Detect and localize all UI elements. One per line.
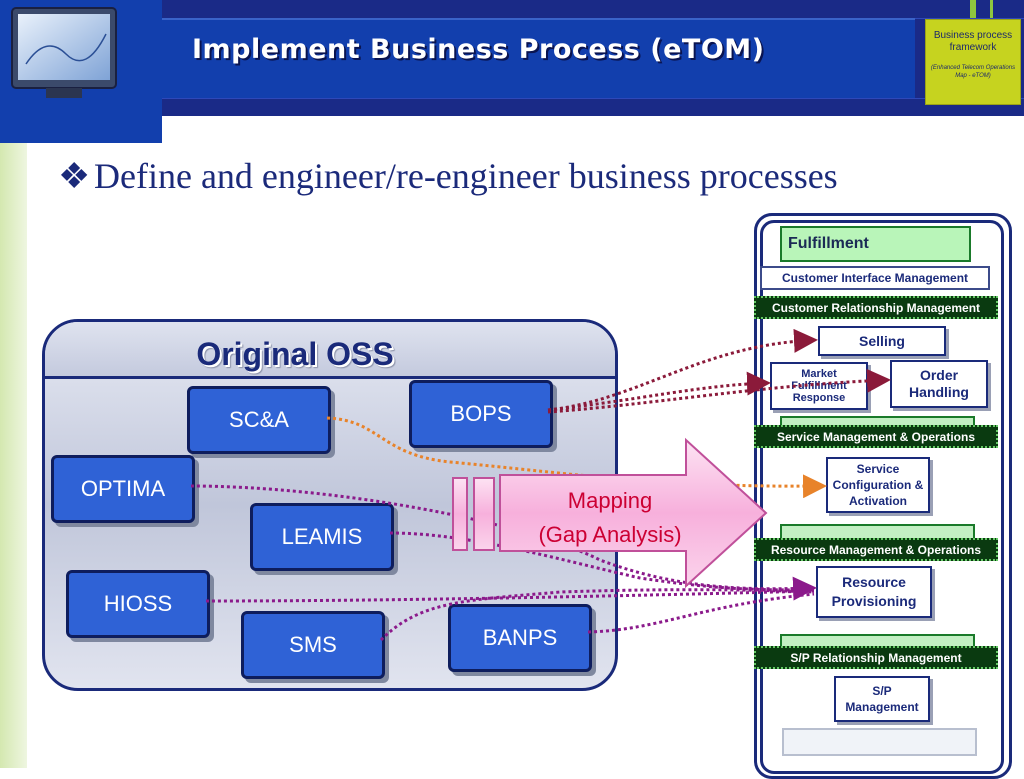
header-bottom-line — [162, 98, 1024, 116]
market-fulfillment-box[interactable]: Market Fulfillment Response — [770, 362, 868, 410]
system-optima[interactable]: OPTIMA — [51, 455, 195, 523]
smo-bar: Service Management & Operations — [754, 425, 998, 448]
header-title-bar — [162, 18, 915, 100]
header-top-line — [162, 0, 1024, 19]
diamond-bullet-icon: ❖ — [58, 156, 91, 196]
mapping-label: Mapping (Gap Analysis) — [512, 484, 708, 552]
left-green-strip — [0, 143, 27, 768]
system-sms[interactable]: SMS — [241, 611, 385, 679]
system-bops[interactable]: BOPS — [409, 380, 553, 448]
badge-subtitle: (Enhanced Telecom Operations Map - eTOM) — [930, 65, 1016, 79]
service-config-label: Service Configuration & Activation — [832, 462, 924, 508]
fulfillment-header: Fulfillment — [780, 226, 971, 262]
badge-title: Business process framework — [933, 30, 1013, 53]
mapping-title: Mapping — [567, 488, 653, 513]
order-handling-box[interactable]: Order Handling — [890, 360, 988, 408]
order-handling-label: Order Handling — [909, 367, 969, 400]
etom-badge: Business process framework (Enhanced Tel… — [925, 19, 1021, 105]
sp-management-box[interactable]: S/P Management — [834, 676, 930, 722]
system-sca[interactable]: SC&A — [187, 386, 331, 454]
monitor-icon — [11, 7, 117, 98]
original-oss-title: Original OSS — [196, 336, 394, 372]
resource-provisioning-box[interactable]: Resource Provisioning — [816, 566, 932, 618]
system-banps[interactable]: BANPS — [448, 604, 592, 672]
selling-box[interactable]: Selling — [818, 326, 946, 356]
resource-provisioning-label: Resource Provisioning — [831, 574, 917, 609]
system-leamis[interactable]: LEAMIS — [250, 503, 394, 571]
selling-label: Selling — [859, 333, 905, 349]
mapping-subtitle: (Gap Analysis) — [538, 522, 682, 547]
sprm-bar: S/P Relationship Management — [754, 646, 998, 669]
bottom-level-bar — [782, 728, 977, 756]
crm-bar: Customer Relationship Management — [754, 296, 998, 319]
green-accent — [990, 0, 993, 18]
sp-management-label: S/P Management — [845, 684, 919, 714]
customer-interface-bar: Customer Interface Management — [760, 266, 990, 290]
page-title: Implement Business Process (eTOM) — [192, 34, 765, 65]
green-accent — [970, 0, 976, 18]
bullet-text: Define and engineer/re-engineer business… — [94, 156, 838, 196]
market-fulfillment-label: Market Fulfillment Response — [791, 368, 847, 404]
service-config-box[interactable]: Service Configuration & Activation — [826, 457, 930, 513]
system-hioss[interactable]: HIOSS — [66, 570, 210, 638]
rmo-bar: Resource Management & Operations — [754, 538, 998, 561]
original-oss-header: Original OSS — [45, 322, 615, 379]
